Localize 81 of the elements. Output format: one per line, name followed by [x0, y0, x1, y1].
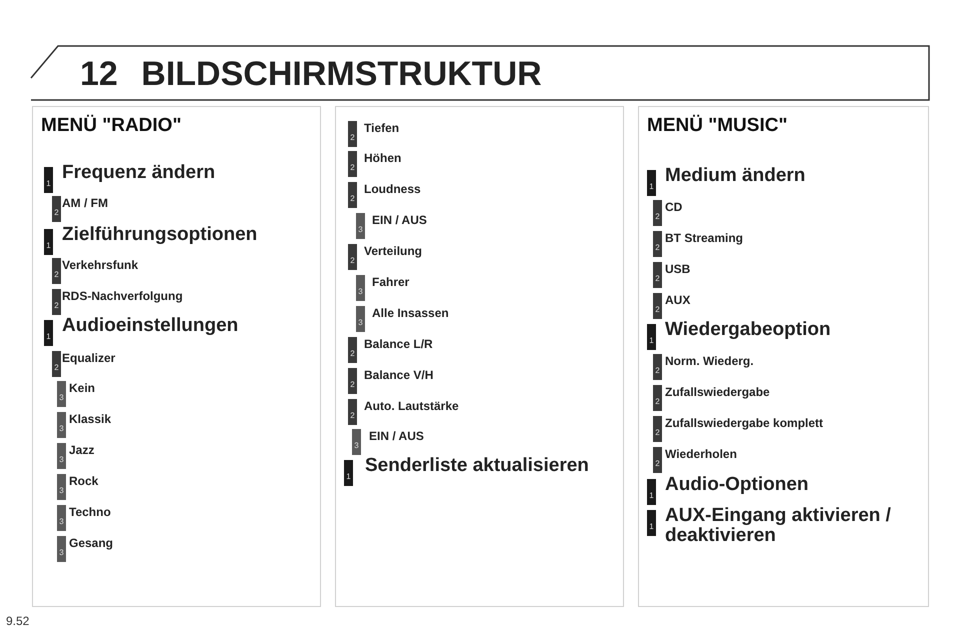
menu-heading: Audio-Optionen	[665, 475, 810, 495]
level-badge: 1	[44, 229, 53, 255]
menu-option: RDS-Nachverfolgung	[62, 289, 183, 303]
level-badge: 3	[356, 275, 365, 301]
menu-option: Wiederholen	[665, 447, 737, 461]
level-badge: 2	[52, 289, 61, 315]
level-badge: 1	[344, 460, 353, 486]
level-badge: 1	[44, 320, 53, 346]
menu-option: CD	[665, 200, 682, 214]
level-badge: 2	[348, 337, 357, 363]
menu-option: Equalizer	[62, 351, 116, 365]
page-title: 12 BILDSCHIRMSTRUKTUR	[80, 55, 542, 94]
menu-heading: Wiedergabeoption	[665, 320, 832, 340]
level-badge: 3	[57, 505, 66, 531]
level-badge: 3	[57, 412, 66, 438]
menu-panel	[32, 106, 321, 607]
menu-panel	[638, 106, 929, 607]
menu-option: Zufallswiedergabe	[665, 385, 770, 399]
level-badge: 2	[653, 262, 662, 288]
menu-option: EIN / AUS	[372, 213, 427, 227]
level-badge: 2	[348, 182, 357, 208]
level-badge: 2	[653, 354, 662, 380]
menu-option: Tiefen	[364, 121, 400, 135]
menu-option: Balance L/R	[364, 337, 433, 351]
panel-heading: MENÜ "MUSIC"	[647, 115, 788, 137]
menu-option: Norm. Wiederg.	[665, 354, 754, 368]
level-badge: 2	[52, 196, 61, 222]
menu-heading: Zielführungsoptionen	[62, 225, 258, 245]
menu-heading: Senderliste aktualisieren	[365, 456, 590, 476]
level-badge: 2	[52, 351, 61, 377]
level-badge: 3	[352, 429, 361, 455]
level-badge: 3	[356, 213, 365, 239]
level-badge: 3	[356, 306, 365, 332]
menu-option: Loudness	[364, 182, 421, 196]
level-badge: 2	[52, 258, 61, 284]
level-badge: 3	[57, 536, 66, 562]
menu-option: Höhen	[364, 151, 402, 165]
level-badge: 1	[647, 479, 656, 505]
menu-heading: AUX-Eingang aktivieren / deaktivieren	[665, 506, 892, 546]
menu-option: Rock	[69, 474, 98, 488]
menu-option: Alle Insassen	[372, 306, 449, 320]
menu-option: BT Streaming	[665, 231, 744, 245]
menu-option: Gesang	[69, 536, 114, 550]
level-badge: 2	[653, 231, 662, 257]
menu-option: Techno	[69, 505, 111, 519]
menu-option: AUX	[665, 293, 690, 307]
menu-option: USB	[665, 262, 690, 276]
level-badge: 2	[348, 151, 357, 177]
menu-option: Balance V/H	[364, 368, 434, 382]
level-badge: 2	[348, 244, 357, 270]
menu-option: Jazz	[69, 443, 94, 457]
level-badge: 2	[653, 447, 662, 473]
level-badge: 3	[57, 381, 66, 407]
level-badge: 2	[348, 368, 357, 394]
menu-option: Kein	[69, 381, 96, 395]
level-badge: 2	[653, 293, 662, 319]
menu-option: Auto. Lautstärke	[364, 399, 459, 413]
menu-heading: Frequenz ändern	[62, 163, 216, 183]
level-badge: 3	[57, 443, 66, 469]
level-badge: 3	[57, 474, 66, 500]
menu-option: Zufallswiedergabe komplett	[665, 416, 824, 430]
level-badge: 1	[44, 167, 53, 193]
level-badge: 2	[348, 399, 357, 425]
menu-option: AM / FM	[62, 196, 108, 210]
menu-option: Verteilung	[364, 244, 422, 258]
menu-heading: Medium ändern	[665, 166, 806, 186]
level-badge: 2	[653, 200, 662, 226]
menu-option: Klassik	[69, 412, 112, 426]
level-badge: 2	[653, 385, 662, 411]
level-badge: 1	[647, 510, 656, 536]
level-badge: 1	[647, 170, 656, 196]
panel-heading: MENÜ "RADIO"	[41, 115, 182, 137]
level-badge: 1	[647, 324, 656, 350]
menu-heading: Audioeinstellungen	[62, 316, 240, 336]
menu-option: EIN / AUS	[369, 429, 424, 443]
page-number: 9.52	[6, 614, 30, 628]
menu-option: Verkehrsfunk	[62, 258, 138, 272]
level-badge: 2	[653, 416, 662, 442]
menu-option: Fahrer	[372, 275, 410, 289]
level-badge: 2	[348, 121, 357, 147]
menu-panel	[335, 106, 624, 607]
